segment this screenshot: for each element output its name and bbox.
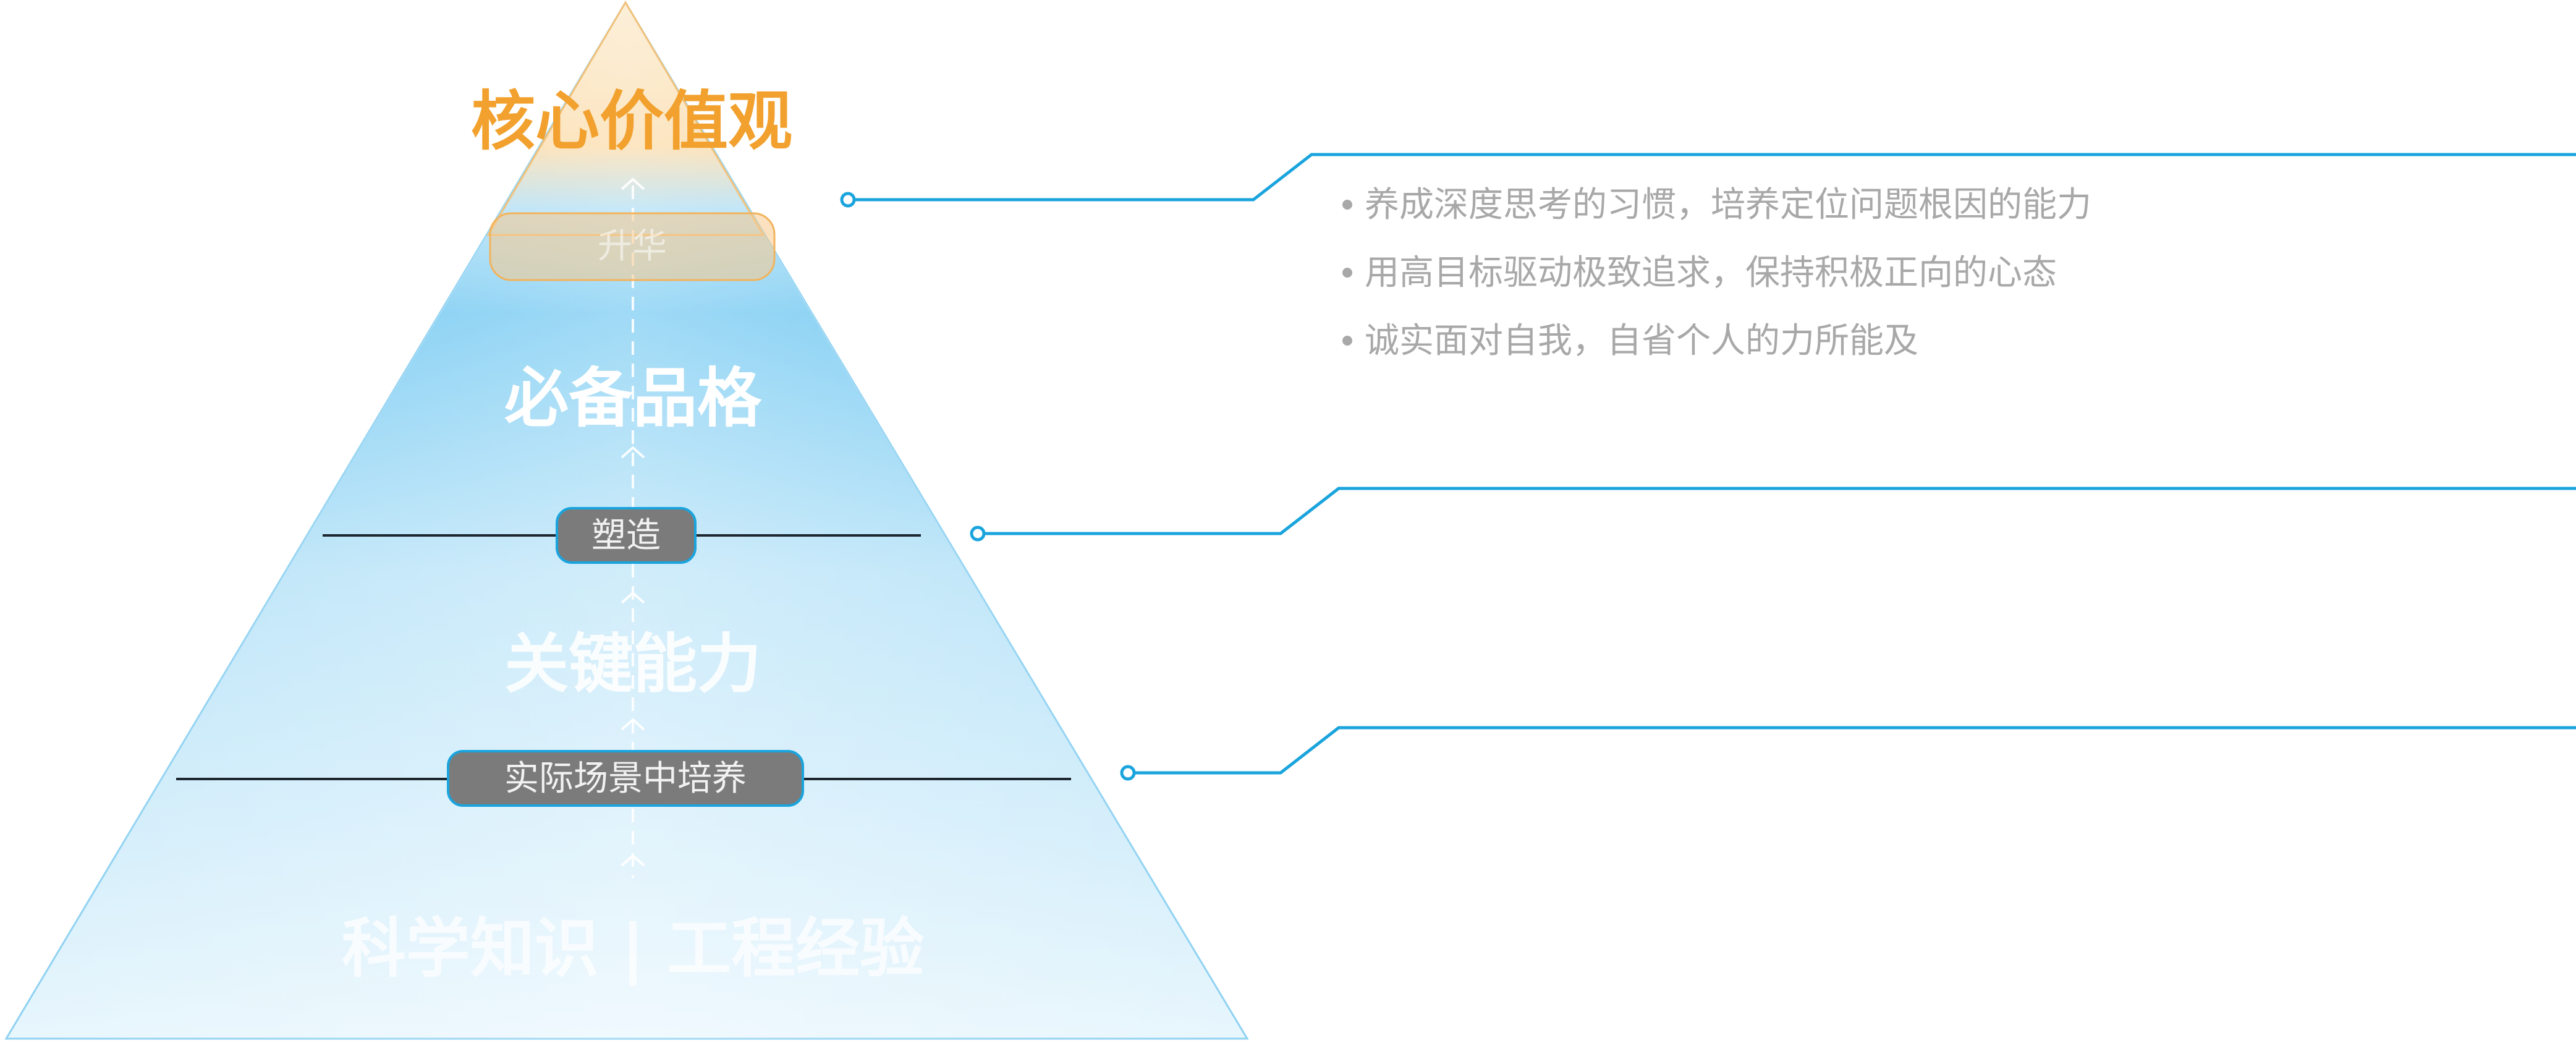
connector-label-sublimate: 升华 — [598, 226, 667, 266]
callout-line-bottom — [1134, 726, 2576, 775]
connector-label-shape: 塑造 — [591, 516, 661, 556]
level-label-key-ability: 关键能力 — [504, 626, 761, 702]
bullet-dot — [1342, 268, 1352, 278]
callout-line-middle — [984, 487, 2576, 535]
callout-node-top — [840, 192, 856, 208]
connector-pill-sublimate — [489, 212, 776, 281]
level-label-knowledge: 科学知识 | 工程经验 — [342, 911, 924, 986]
chevron-up-icon — [621, 591, 645, 604]
callout-node-middle — [970, 526, 986, 542]
chevron-up-icon — [621, 854, 645, 867]
chevron-up-icon — [621, 718, 645, 731]
connector-pill-shape — [556, 507, 697, 564]
bullet-text: 诚实面对自我，自省个人的力所能及 — [1365, 321, 1918, 361]
level-label-character: 必备品格 — [504, 360, 762, 436]
chevron-up-icon — [621, 446, 645, 459]
level-label-core-values: 核心价值观 — [471, 83, 792, 159]
callout-line-top — [854, 153, 2576, 202]
connector-pill-practice — [447, 750, 804, 807]
connector-label-practice: 实际场景中培养 — [504, 759, 747, 799]
callout-node-bottom — [1120, 765, 1136, 781]
bullet-dot — [1342, 336, 1352, 346]
chevron-up-icon — [621, 177, 645, 190]
bullet-text: 用高目标驱动极致追求，保持积极正向的心态 — [1365, 253, 2057, 293]
bullet-text: 养成深度思考的习惯，培养定位问题根因的能力 — [1365, 185, 2091, 225]
callout-bullet-list: 养成深度思考的习惯，培养定位问题根因的能力 用高目标驱动极致追求，保持积极正向的… — [1342, 185, 2091, 361]
bullet-dot — [1342, 200, 1352, 210]
